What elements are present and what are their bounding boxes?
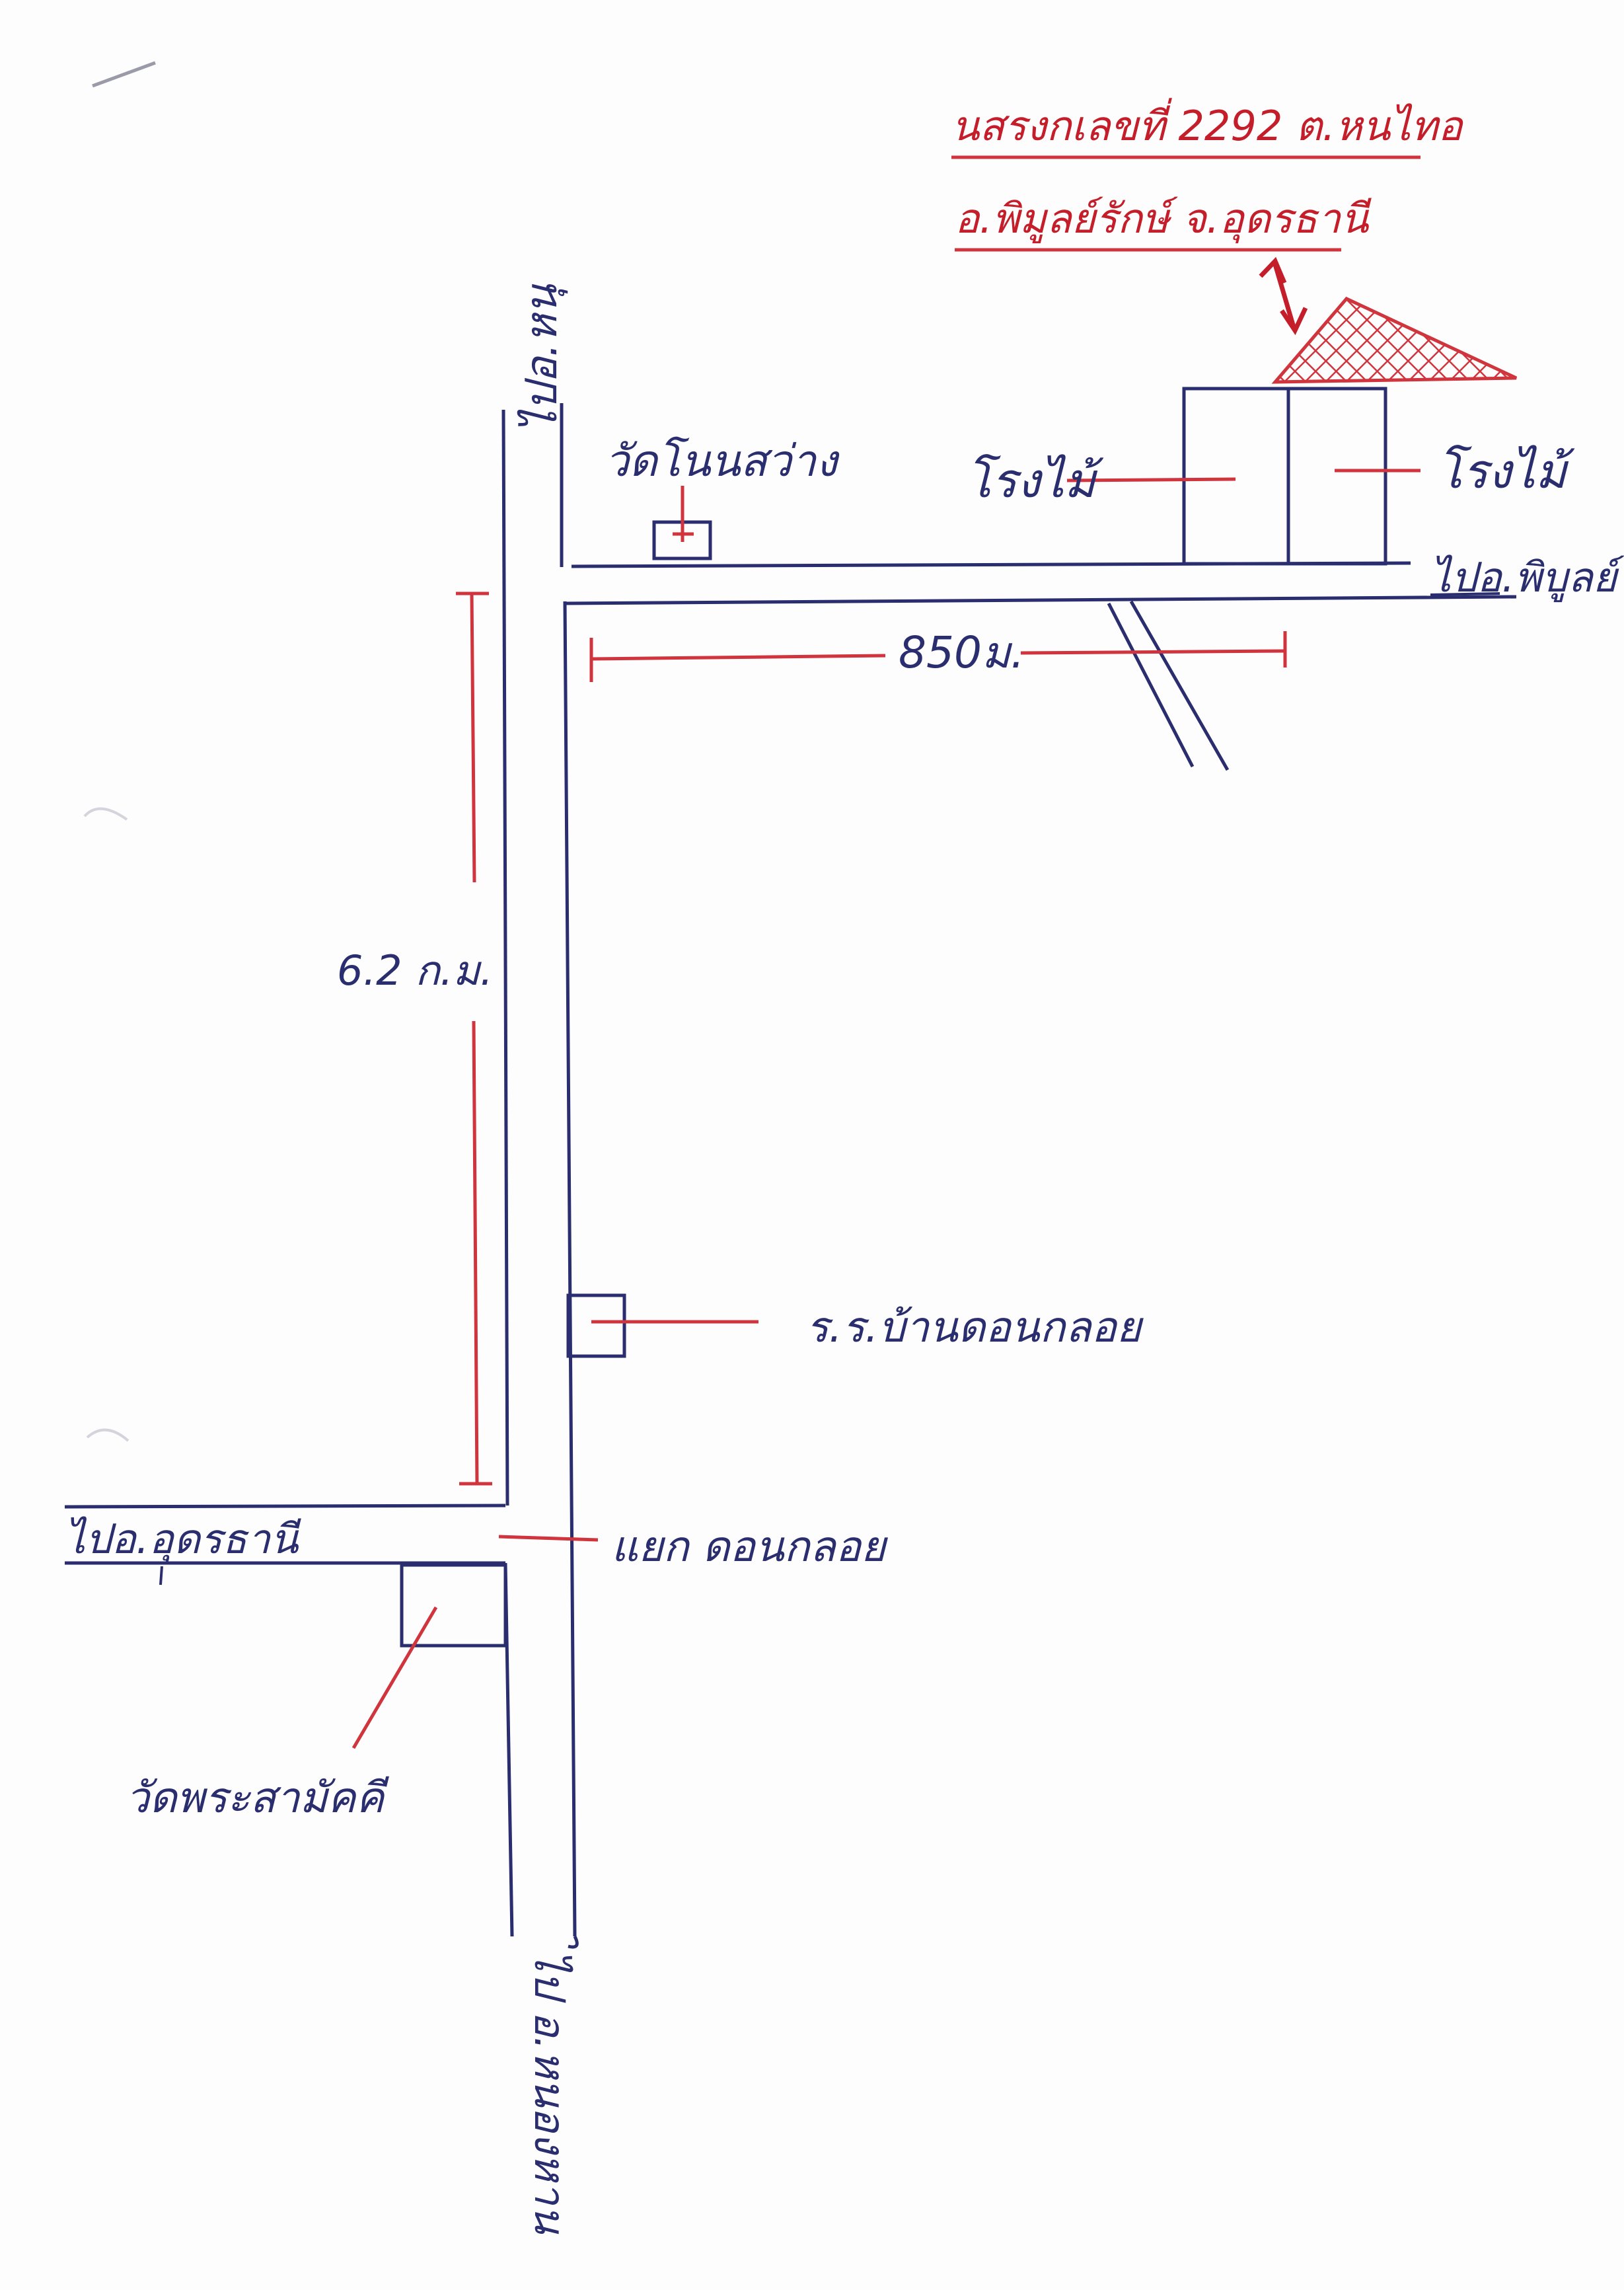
distance-vertical-label: 6.2 ก.ม. [337,946,493,995]
east-road-north-edge [571,561,1411,568]
scan-mark [92,61,156,88]
distance-vertical-line-top [470,593,476,883]
distance-horizontal-line-right [1020,649,1286,655]
main-road-east-edge-south [563,601,577,1937]
warehouse-building [1182,387,1387,566]
wat-phra-pointer [351,1606,438,1749]
punch-hole-mark [83,807,128,821]
east-road-south-edge [564,595,1517,605]
road-label-south: ไป อ.หนองหาน [525,1950,573,2235]
main-road-west-edge [501,409,509,1506]
road-label-east-underline [1430,592,1500,596]
wat-phra-box [400,1563,507,1648]
warehouse-right-label: โรงไม้ [1437,443,1575,499]
warehouse-left-pointer [1066,477,1236,482]
junction-label: แยก ดอนกลอย [611,1523,888,1572]
school-box [566,1293,626,1358]
road-label-west: ไปอ.อุดรธานี [65,1515,301,1564]
warehouse-left-label: โรงไม้ [966,453,1104,508]
title-line-1: นสรงกเลขที่ 2292 ต.หนไทอ [951,98,1464,150]
hatched-triangle-icon [1271,296,1518,384]
wat-phra-label: วัดพระสามัคคี [126,1774,389,1823]
distance-horizontal-label: 850ม. [899,627,1024,678]
junction-pointer [498,1535,599,1542]
side-road-edge-2 [1129,600,1230,771]
distance-horizontal-line-left [591,654,886,661]
road-label-north: ไปอ.หนุ [516,284,568,433]
west-road-tick [159,1566,163,1585]
double-arrow-icon [1259,256,1308,336]
side-road-edge-1 [1107,602,1195,768]
west-road-north-edge [64,1504,506,1509]
school-label: ร.ร.บ้านดอนกลอย [806,1303,1144,1352]
road-end-curl [568,1935,579,1949]
wat-non-sawang-label: วัดโนนสว่าง [605,436,840,486]
title-line-2: อ.พิมูลย์รักษ์ จ.อุดรธานี [955,194,1372,244]
distance-vertical-line-bottom [472,1020,479,1484]
punch-hole-mark [86,1428,129,1442]
